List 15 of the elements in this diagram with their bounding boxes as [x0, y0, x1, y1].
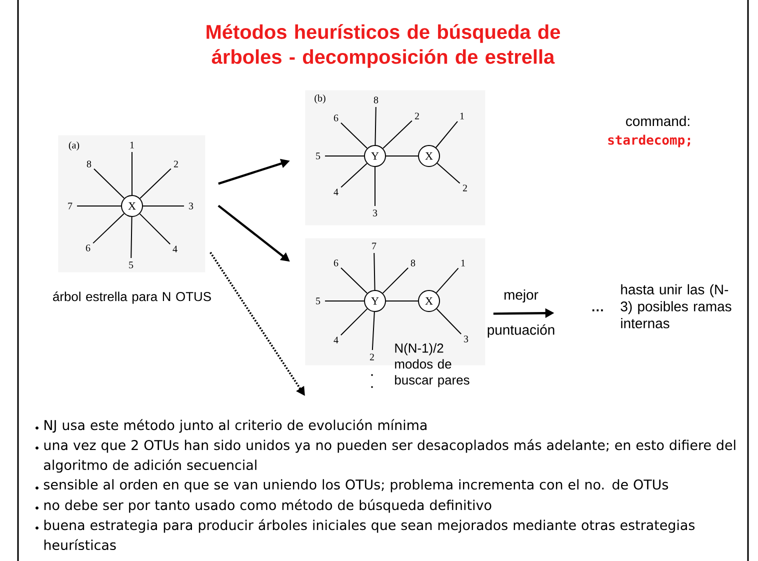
arrow-caption: mejor	[504, 290, 538, 302]
note-text: hasta unir las (N-3) posibles ramas internas	[620, 284, 732, 328]
tree-caption: árbol estrella para N OTUS	[53, 292, 211, 304]
bullet-point: NJ usa este método junto al criterio de evolución mínima	[36, 419, 426, 433]
tree-drawing: (b) 8 6 2 1 5 4 2 3 Y X	[305, 90, 486, 226]
command-text: stardecomp;	[608, 134, 690, 148]
title: Métodos heurísticos de búsqueda de árboles - decomposición de estrella	[206, 24, 560, 68]
bullet-point: buena estrategia para producir árboles iniciales que sean mejorados mediante otras estrategias heurísticas	[36, 519, 695, 550]
bullet-point: sensible al orden en que se van uniendo los OTUs; problema incrementa con el no. de OTUs	[36, 479, 668, 492]
tree-drawing: (a) 1 2 3 4 5 6 7 8 X	[58, 135, 206, 272]
tree-caption: N(N-1)/2 modos de buscar pares	[395, 343, 470, 388]
bullet-point: no debe ser por tanto usado como método de búsqueda definitivo	[36, 499, 492, 513]
arrow-caption: puntuación	[488, 324, 554, 338]
ellipsis: ···	[592, 309, 603, 312]
command-text: command:	[626, 116, 690, 126]
